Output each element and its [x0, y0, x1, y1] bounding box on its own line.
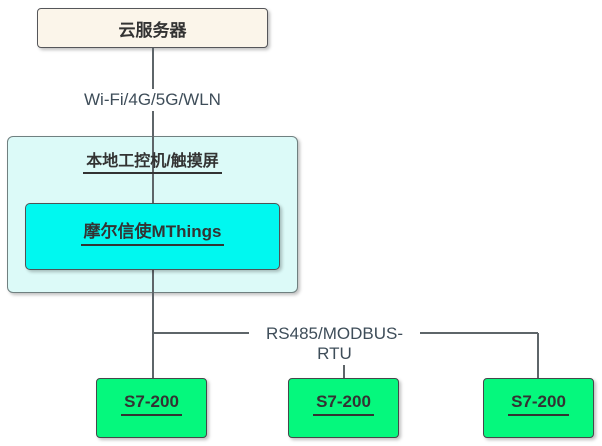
- connector-bus-to-plc1-line: [152, 333, 154, 378]
- local-station-title: 本地工控机/触摸屏: [7, 147, 298, 174]
- cloud-server-node: 云服务器: [37, 8, 268, 48]
- local-station-title-text: 本地工控机/触摸屏: [83, 153, 222, 174]
- connector-bus-to-plc3-line: [537, 333, 539, 379]
- connector-cloud-to-bus-line: [152, 48, 154, 333]
- plc-label: S7-200: [121, 392, 182, 416]
- plc-node: S7-200: [288, 378, 399, 438]
- mthings-software-node: 摩尔信使MThings: [25, 203, 280, 270]
- cloud-server-label: 云服务器: [118, 20, 187, 40]
- plc-label: S7-200: [313, 392, 374, 416]
- plc-node: S7-200: [483, 378, 594, 438]
- plc-label: S7-200: [508, 392, 569, 416]
- wifi-link-label: Wi-Fi/4G/5G/WLN: [55, 89, 250, 111]
- mthings-software-label: 摩尔信使MThings: [80, 217, 225, 246]
- plc-node: S7-200: [96, 378, 207, 438]
- rs485-bus-label: RS485/MODBUS-RTU: [249, 323, 420, 365]
